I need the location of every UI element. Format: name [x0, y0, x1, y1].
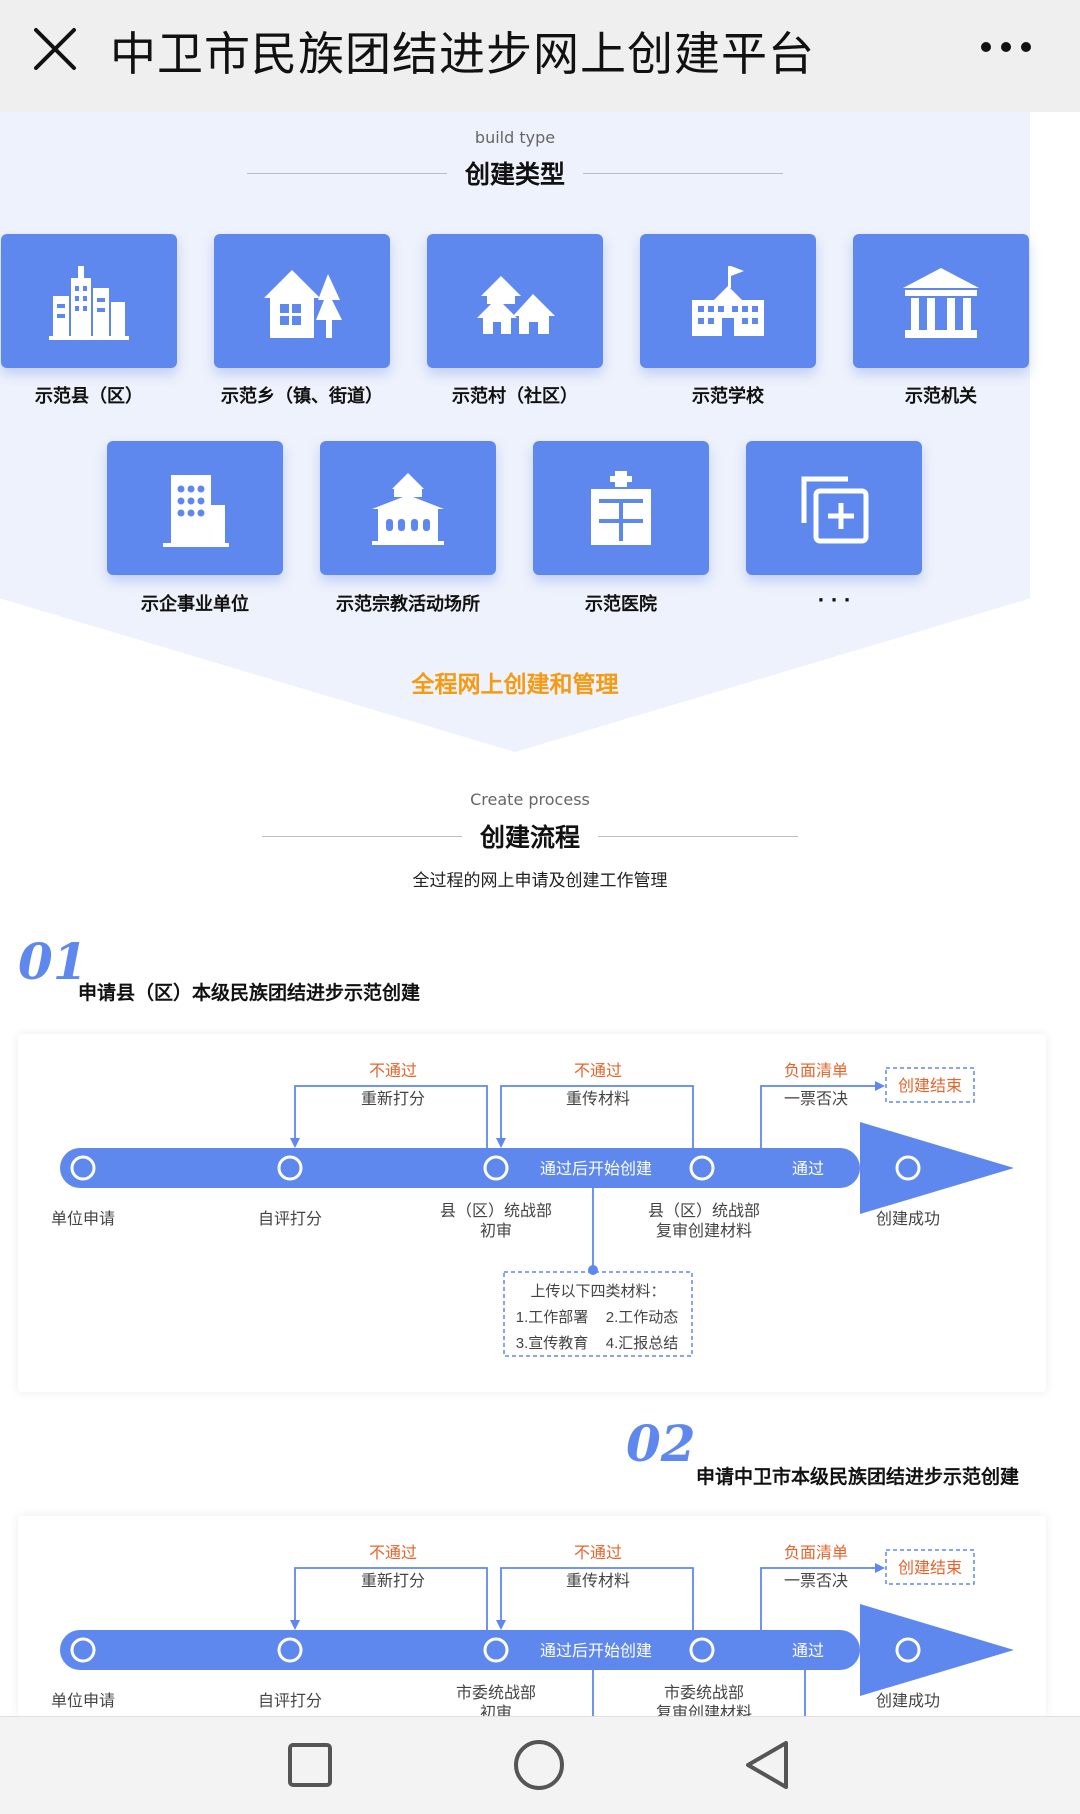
node-label: 初审	[480, 1704, 512, 1716]
fail-label: 不通过	[574, 1062, 622, 1080]
rescore-label: 重新打分	[361, 1090, 425, 1108]
school-building-icon	[692, 266, 764, 336]
village-houses-icon	[477, 276, 555, 334]
material-item: 1.工作部署	[516, 1309, 589, 1326]
build-type-subtitle: build type	[474, 128, 556, 147]
tile-label-religious-site: 示范宗教活动场所	[336, 594, 480, 615]
step-title: 申请中卫市本级民族团结进步示范创建	[696, 1466, 1020, 1488]
tile-label-more: · · ·	[817, 590, 851, 611]
divider-right	[583, 172, 783, 174]
node-label: 单位申请	[51, 1692, 115, 1710]
flow-diagram-2: 不通过 重新打分 不通过 重传材料 负面清单 一票否决 创建结束 通过后开始创建…	[51, 1544, 1014, 1716]
tile-label-enterprise: 示企事业单位	[141, 594, 249, 615]
material-item: 3.宣传教育	[516, 1335, 589, 1352]
process-heading: 创建流程	[0, 818, 1060, 854]
add-more-icon	[801, 476, 869, 544]
tile-label-government-agency: 示范机关	[905, 386, 977, 407]
fail-label: 不通过	[369, 1062, 417, 1080]
veto-label: 一票否决	[784, 1090, 848, 1108]
title-bar: 中卫市民族团结进步网上创建平台	[0, 0, 1080, 112]
back-icon[interactable]	[738, 1735, 798, 1795]
node-label: 单位申请	[51, 1210, 115, 1228]
negative-list-label: 负面清单	[784, 1544, 848, 1562]
build-type-heading: 创建类型	[0, 155, 1030, 191]
tile-more[interactable]	[746, 441, 922, 575]
tile-township[interactable]	[214, 234, 390, 368]
flow-diagram-1: 不通过 重新打分 不通过 重传材料 负面清单 一票否决 创建结束 通过后开始创建…	[51, 1062, 1014, 1357]
node-label: 县（区）统战部	[648, 1202, 760, 1220]
node-label: 自评打分	[258, 1692, 322, 1710]
pass-label: 通过	[792, 1642, 824, 1660]
divider-left	[246, 172, 447, 174]
tile-county[interactable]	[1, 234, 177, 368]
tile-religious-site[interactable]	[320, 441, 496, 575]
process-description: 全过程的网上申请及创建工作管理	[412, 871, 668, 891]
reupload-label: 重传材料	[566, 1572, 630, 1590]
slogan: 全程网上创建和管理	[411, 672, 619, 698]
process-subtitle: Create process	[470, 790, 590, 809]
material-item: 4.汇报总结	[606, 1335, 679, 1352]
tile-label-village: 示范村（社区）	[452, 386, 578, 407]
fail-label: 不通过	[574, 1544, 622, 1562]
hospital-icon	[591, 471, 651, 545]
close-icon[interactable]	[28, 22, 82, 76]
city-buildings-icon	[49, 266, 129, 340]
node-label: 复审创建材料	[656, 1222, 752, 1240]
node-label: 创建成功	[876, 1210, 940, 1228]
fail-label: 不通过	[369, 1544, 417, 1562]
tile-hospital[interactable]	[533, 441, 709, 575]
node-label: 县（区）统战部	[440, 1202, 552, 1220]
step-number: 02	[626, 1414, 696, 1473]
tile-village[interactable]	[427, 234, 603, 368]
more-options-icon[interactable]	[976, 32, 1036, 62]
divider-right	[598, 835, 798, 837]
node-label: 自评打分	[258, 1210, 322, 1228]
node-label: 创建成功	[876, 1692, 940, 1710]
node-label: 复审创建材料	[656, 1704, 752, 1716]
government-building-icon	[903, 268, 979, 338]
step-title: 申请县（区）本级民族团结进步示范创建	[78, 982, 421, 1004]
rescore-label: 重新打分	[361, 1572, 425, 1590]
negative-list-label: 负面清单	[784, 1062, 848, 1080]
build-type-title: 创建类型	[464, 160, 565, 189]
node-label: 市委统战部	[456, 1684, 536, 1702]
step-number: 01	[18, 932, 88, 991]
process-title: 创建流程	[479, 823, 580, 852]
start-create-label: 通过后开始创建	[540, 1160, 652, 1178]
node-label: 初审	[480, 1222, 512, 1240]
node-label: 市委统战部	[664, 1684, 744, 1702]
flow-card-1: 不通过 重新打分 不通过 重传材料 负面清单 一票否决 创建结束 通过后开始创建…	[18, 1034, 1046, 1392]
tile-label-township: 示范乡（镇、街道）	[221, 386, 383, 407]
temple-icon	[372, 473, 444, 545]
upload-title: 上传以下四类材料：	[530, 1283, 665, 1300]
tile-enterprise[interactable]	[107, 441, 283, 575]
divider-left	[261, 835, 462, 837]
tile-label-county: 示范县（区）	[35, 386, 143, 407]
end-label: 创建结束	[898, 1077, 962, 1095]
tile-label-school: 示范学校	[692, 386, 764, 407]
page-title: 中卫市民族团结进步网上创建平台	[110, 27, 815, 81]
office-building-icon	[163, 475, 229, 547]
end-label: 创建结束	[898, 1559, 962, 1577]
home-icon[interactable]	[509, 1735, 569, 1795]
house-with-tree-icon	[264, 270, 342, 338]
tile-school[interactable]	[640, 234, 816, 368]
material-item: 2.工作动态	[606, 1309, 679, 1326]
start-create-label: 通过后开始创建	[540, 1642, 652, 1660]
veto-label: 一票否决	[784, 1572, 848, 1590]
pass-label: 通过	[792, 1160, 824, 1178]
build-type-panel	[0, 112, 1030, 752]
recent-apps-icon[interactable]	[280, 1735, 340, 1795]
system-nav-bar	[0, 1716, 1080, 1814]
tile-government-agency[interactable]	[853, 234, 1029, 368]
flow-card-2: 不通过 重新打分 不通过 重传材料 负面清单 一票否决 创建结束 通过后开始创建…	[18, 1516, 1046, 1716]
tile-label-hospital: 示范医院	[585, 594, 657, 615]
reupload-label: 重传材料	[566, 1090, 630, 1108]
